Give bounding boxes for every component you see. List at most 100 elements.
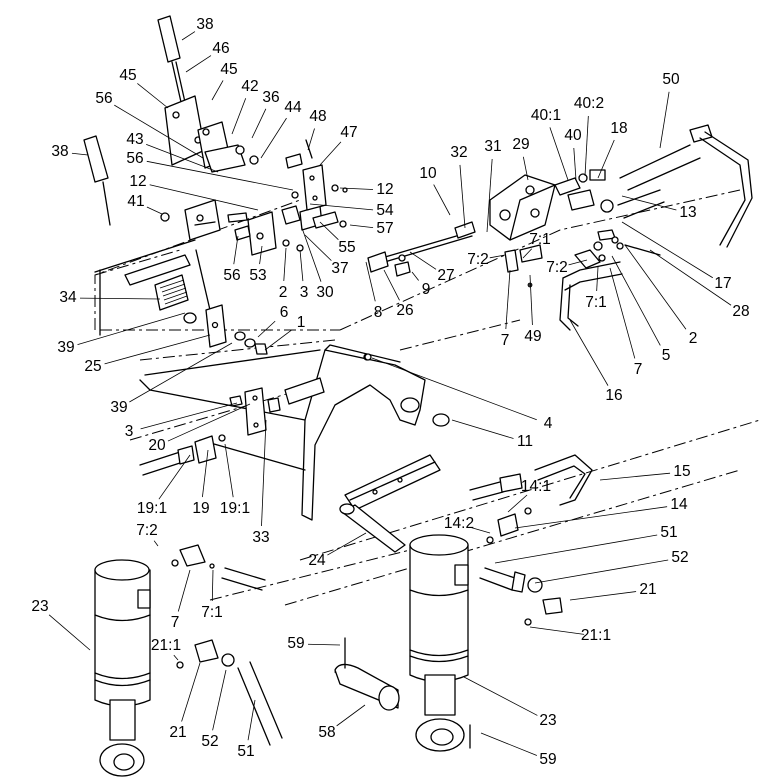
leader-line-c14_1 <box>507 494 528 513</box>
callout-label-c6: 6 <box>280 304 289 321</box>
callout-label-c1: 1 <box>297 314 306 331</box>
callout-label-c33: 33 <box>252 529 269 546</box>
leader-line-c24 <box>327 532 367 556</box>
callout-label-c52a: 52 <box>671 549 688 566</box>
leader-line-c12a <box>149 184 259 211</box>
leader-line-c28 <box>649 249 732 306</box>
leader-line-c21b <box>181 662 201 722</box>
leader-line-c47 <box>319 141 342 166</box>
leader-line-c7_1a <box>522 248 533 259</box>
leader-line-c19_1a <box>158 454 191 500</box>
callout-label-c23a: 23 <box>31 598 48 615</box>
leader-line-c7a <box>609 267 636 359</box>
nut-fitting <box>364 353 450 427</box>
port-fittings <box>139 377 325 476</box>
callout-label-c26: 26 <box>396 302 413 319</box>
leader-line-c56b <box>146 160 294 191</box>
leader-line-c18 <box>597 139 615 179</box>
callout-label-c40: 40 <box>564 127 582 144</box>
leader-line-c45b <box>211 80 224 101</box>
leader-line-c38b <box>71 152 89 156</box>
callout-label-c16: 16 <box>605 387 622 404</box>
callout-label-c42: 42 <box>241 78 258 95</box>
callout-label-c7_2c: 7:2 <box>136 522 158 539</box>
callout-label-c20: 20 <box>148 437 166 454</box>
leader-line-c38a <box>181 31 196 41</box>
leader-line-c2a <box>283 247 287 282</box>
leader-line-c46 <box>185 55 212 73</box>
leader-line-c52b <box>212 669 227 731</box>
leader-line-c7c <box>177 569 191 612</box>
leader-line-c21_1a <box>529 626 585 635</box>
leader-line-c57 <box>349 224 374 229</box>
leader-line-c27 <box>409 251 437 270</box>
callout-label-c15: 15 <box>673 463 690 480</box>
callout-label-c14_1: 14:1 <box>521 478 551 495</box>
callout-label-c18: 18 <box>610 120 627 137</box>
leader-line-c52a <box>534 559 669 584</box>
leader-line-c10 <box>433 184 451 216</box>
callout-label-c50: 50 <box>662 71 680 88</box>
leader-line-c7_1b <box>596 266 599 292</box>
callout-label-c36: 36 <box>262 89 279 106</box>
callout-label-c28: 28 <box>732 303 749 320</box>
leader-line-c12b <box>339 187 374 190</box>
callout-label-c44: 44 <box>284 99 302 116</box>
callout-label-c9: 9 <box>422 281 431 298</box>
leader-line-c44 <box>260 117 287 159</box>
callout-label-c11: 11 <box>517 433 533 450</box>
shift-lever-upper <box>157 15 259 173</box>
leader-line-c41 <box>146 206 163 215</box>
leader-line-c59b <box>480 732 538 756</box>
callout-leaders <box>48 31 732 756</box>
callout-label-c2b: 2 <box>689 330 698 347</box>
leader-line-c59a <box>307 643 341 646</box>
leader-line-c58 <box>336 704 366 727</box>
leader-line-c56c <box>233 235 239 265</box>
callout-label-c7_2b: 7:2 <box>546 259 568 276</box>
callout-label-c12b: 12 <box>376 181 393 198</box>
callout-label-c38a: 38 <box>196 16 213 33</box>
leader-line-c39b <box>129 342 233 403</box>
callout-label-c13: 13 <box>679 204 696 221</box>
leader-line-c6 <box>257 320 276 338</box>
callout-label-c55: 55 <box>338 239 355 256</box>
shift-lever-lower <box>83 135 248 241</box>
callout-label-c46: 46 <box>212 40 229 57</box>
leader-line-c50 <box>659 91 670 149</box>
leader-line-c40 <box>573 147 577 181</box>
callout-label-c3b: 3 <box>125 423 134 440</box>
callout-label-c10: 10 <box>419 165 437 182</box>
callout-label-c59a: 59 <box>287 635 304 652</box>
callout-label-c59b: 59 <box>539 751 556 768</box>
leader-line-c21a <box>569 591 637 601</box>
callout-label-c29: 29 <box>512 136 529 153</box>
leader-line-c7_1c <box>211 569 214 602</box>
callout-label-c40_1: 40:1 <box>531 107 561 124</box>
leader-line-c39a <box>77 312 186 345</box>
callout-label-c2a: 2 <box>279 284 288 301</box>
plate-assembly <box>285 139 348 229</box>
cylinder-left <box>94 559 151 777</box>
leader-line-c20 <box>167 403 251 442</box>
leader-line-c45a <box>137 83 169 109</box>
callout-label-c32: 32 <box>450 144 467 161</box>
callout-label-c58: 58 <box>318 724 335 741</box>
main-bracket <box>139 344 426 521</box>
callout-label-c19: 19 <box>192 500 209 517</box>
callout-label-c7c: 7 <box>171 614 180 631</box>
leader-line-c56a <box>114 104 204 159</box>
leader-line-c40_1 <box>549 127 569 181</box>
leader-line-c11 <box>451 419 514 439</box>
leader-line-c26 <box>383 269 400 301</box>
spring-assembly <box>124 249 268 355</box>
leader-line-c49 <box>529 274 533 326</box>
leader-line-c54 <box>309 203 374 211</box>
leader-line-c7_2c <box>153 540 159 547</box>
callout-label-c8: 8 <box>374 304 383 321</box>
leader-line-c4 <box>371 357 537 421</box>
pivot-pin <box>339 503 406 553</box>
leader-line-c21_1b <box>173 654 179 661</box>
callout-label-c21a: 21 <box>639 581 656 598</box>
callout-label-c7_1a: 7:1 <box>529 231 551 248</box>
